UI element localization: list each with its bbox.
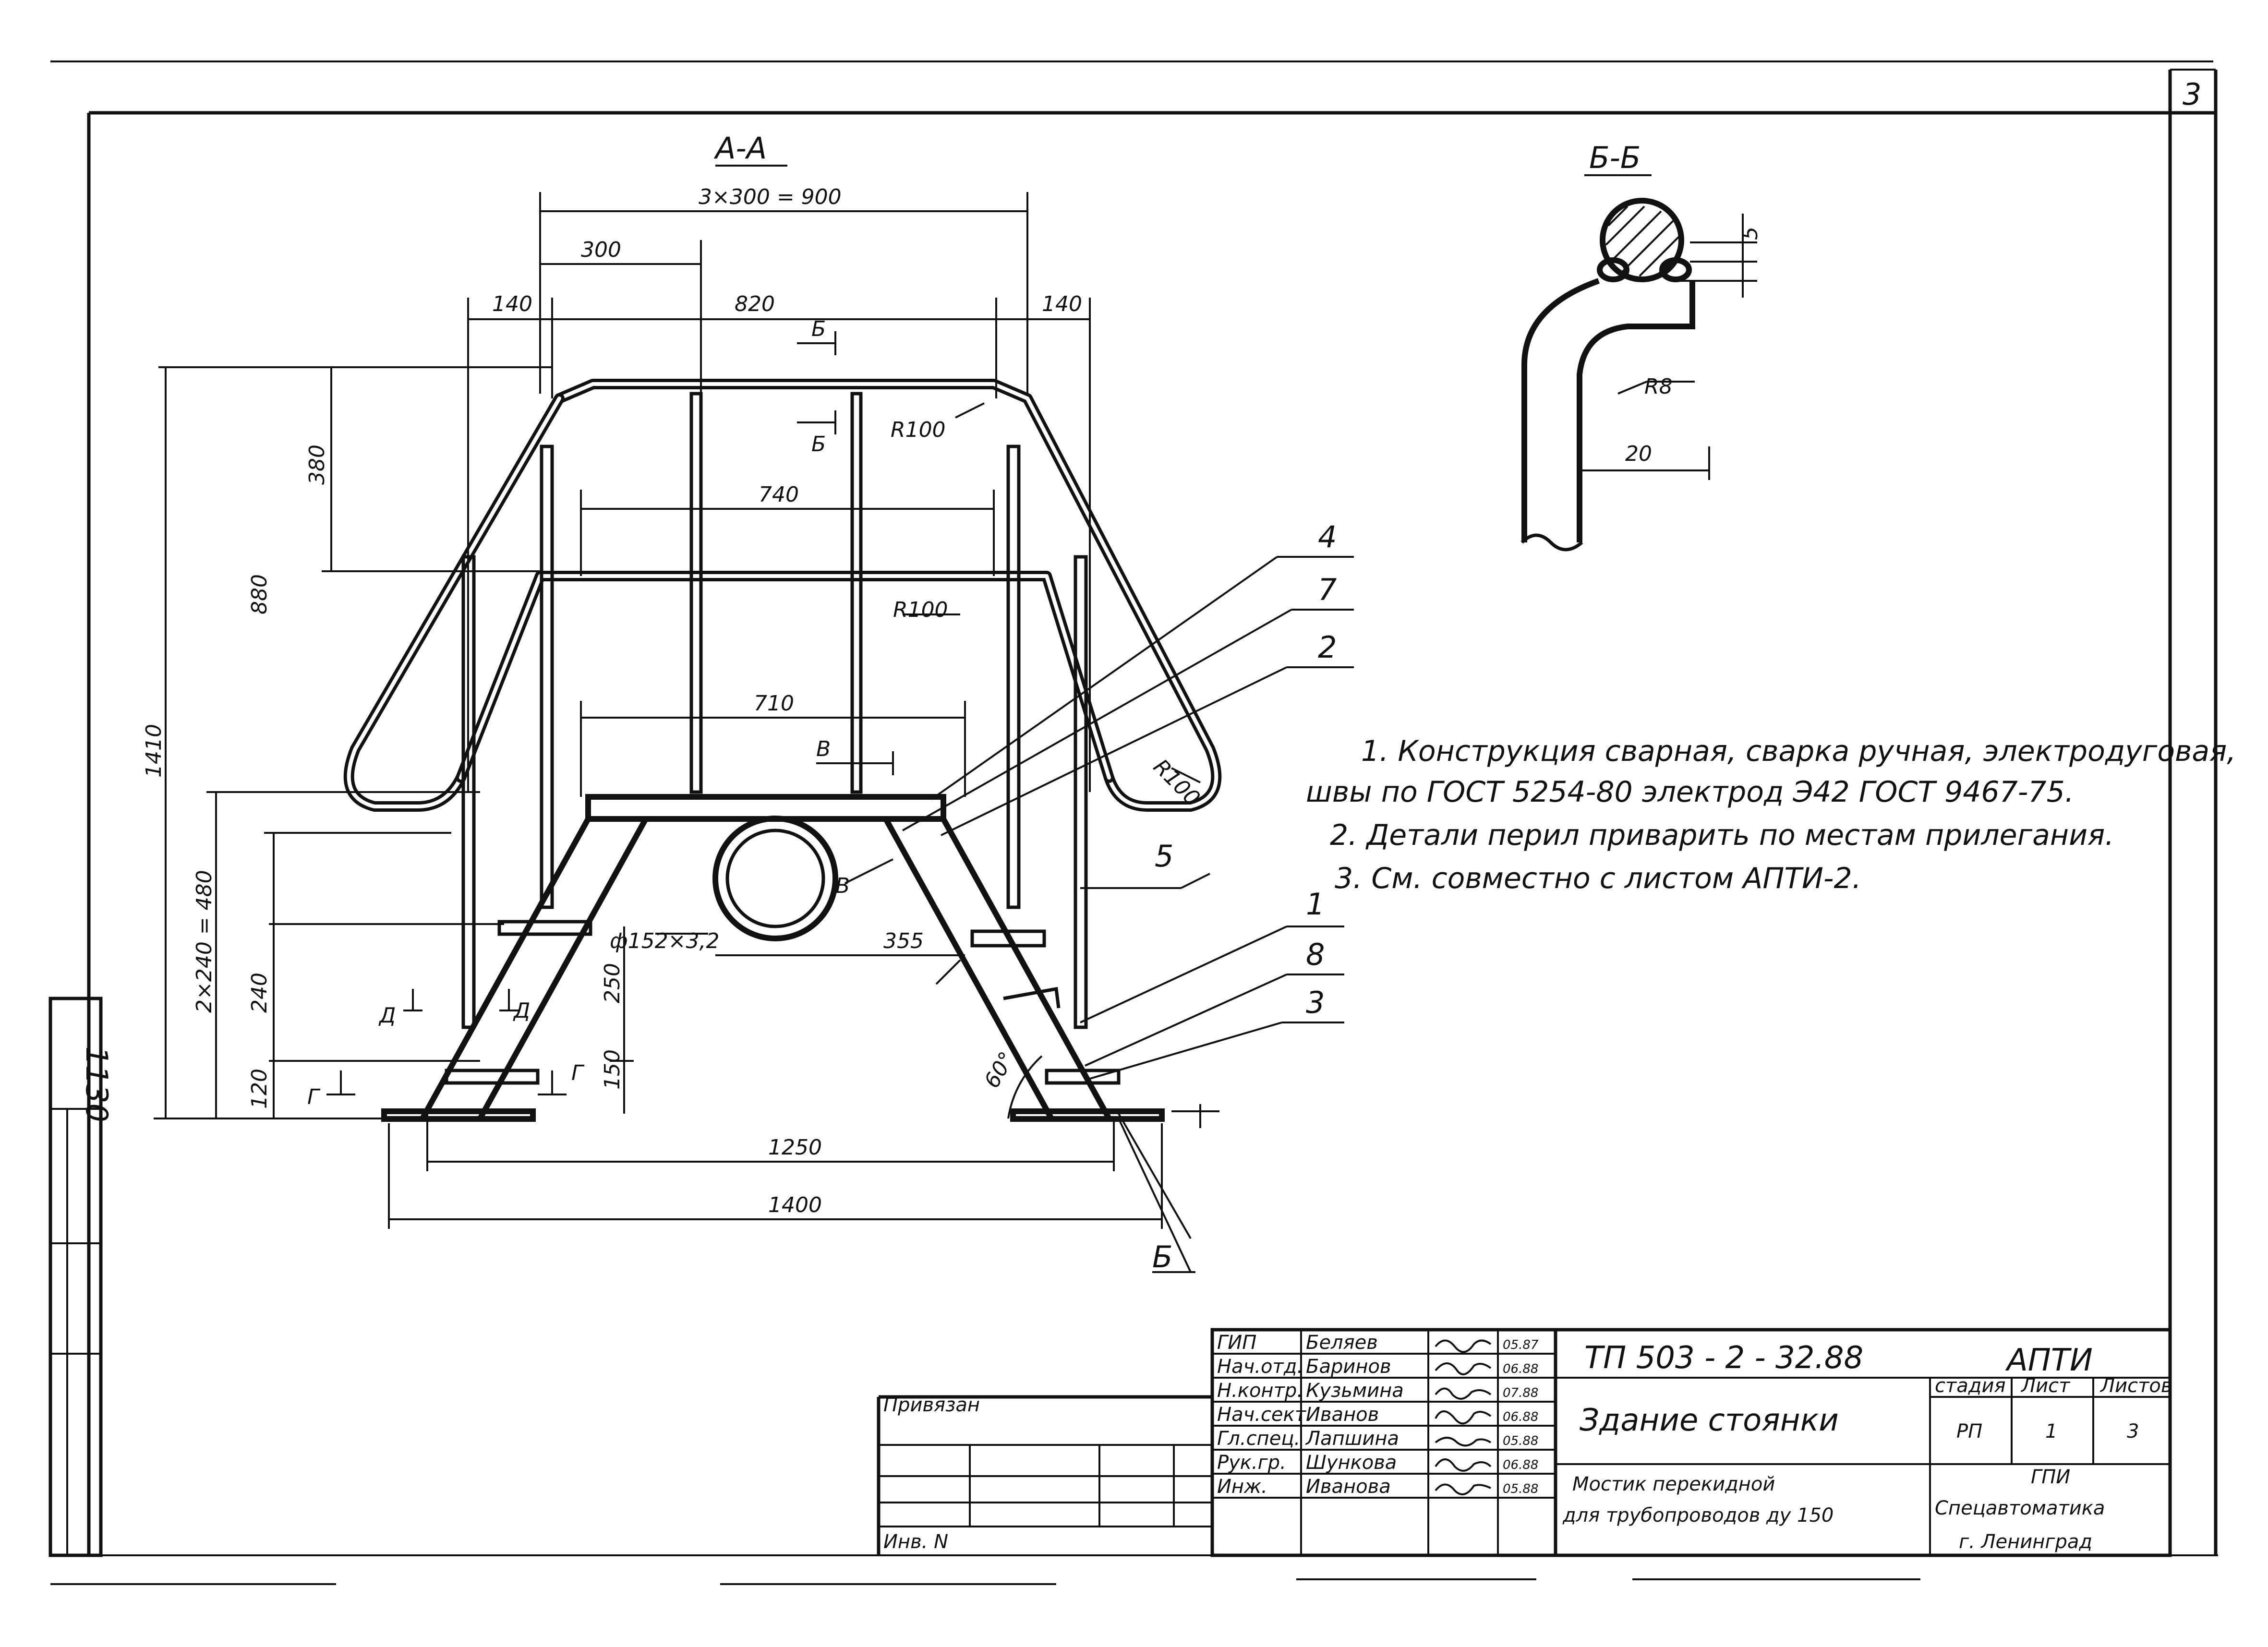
org-2: Спецавтоматика (1935, 1497, 2105, 1519)
section-bb-label: Б-Б (1589, 140, 1641, 175)
dim-300: 300 (581, 238, 621, 262)
section-aa: A-A (142, 131, 1354, 1274)
role-nachsekt: Нач.сект. (1217, 1404, 1312, 1426)
section-bb: Б-Б 5 R8 20 (1520, 140, 1762, 552)
note-1b: швы по ГОСТ 5254-80 электрод Э42 ГОСТ 94… (1306, 775, 2074, 809)
dim-250: 250 (600, 963, 625, 1003)
date-nkontr: 07.88 (1503, 1386, 1538, 1400)
sheet-value: 1 (2045, 1420, 2057, 1443)
role-rukgr: Рук.гр. (1217, 1452, 1286, 1474)
name-gip: Беляев (1306, 1332, 1378, 1354)
cut-g2: Г (571, 1061, 585, 1085)
cut-g1: Г (307, 1085, 321, 1109)
role-nkontr: Н.контр. (1217, 1380, 1303, 1402)
drawing-title-2: для трубопроводов ду 150 (1562, 1504, 1834, 1527)
cut-bottom: Б (1152, 1239, 1173, 1274)
pos-8: 8 (1306, 937, 1325, 972)
dim-880: 880 (247, 574, 272, 614)
name-glspec: Лапшина (1305, 1428, 1399, 1450)
privyazan-label: Привязан (883, 1394, 980, 1416)
role-inzh: Инж. (1217, 1476, 1267, 1498)
dim-480: 2×240 = 480 (192, 870, 217, 1013)
signatures (1435, 1339, 1492, 1495)
sheets-header: Листов (2099, 1375, 2172, 1397)
dim-820: 820 (735, 292, 775, 316)
dim-pipe: ф152×3,2 (610, 929, 719, 953)
sheet-number: 3 (2183, 77, 2201, 112)
sheet-header: Лист (2020, 1375, 2071, 1397)
date-rukgr: 06.88 (1503, 1458, 1538, 1472)
date-nachsekt: 06.88 (1503, 1410, 1538, 1424)
bb-dim-20: 20 (1625, 442, 1652, 466)
section-aa-label: A-A (713, 131, 767, 166)
platform-deck (585, 794, 946, 822)
dim-355: 355 (883, 929, 924, 953)
drawing-title-1: Мостик перекидной (1572, 1473, 1775, 1495)
dim-1400: 1400 (768, 1193, 822, 1217)
date-inzh: 05.88 (1503, 1482, 1538, 1496)
building-name: Здание стоянки (1580, 1403, 1839, 1438)
dim-150: 150 (600, 1049, 625, 1090)
note-3: 3. См. совместно с листом АПТИ-2. (1335, 862, 1861, 895)
stage-value: РП (1956, 1420, 1982, 1443)
r100-top: R100 (891, 418, 946, 442)
cut-d2: Д (513, 998, 530, 1023)
org-1: ГПИ (2031, 1466, 2070, 1488)
name-nachsekt: Иванов (1306, 1404, 1379, 1426)
name-nkontr: Кузьмина (1306, 1380, 1404, 1402)
bb-dim-5: 5 (1738, 227, 1762, 240)
drawing-code: ТП 503 - 2 - 32.88 (1584, 1340, 1863, 1376)
pos-3: 3 (1306, 985, 1325, 1020)
name-rukgr: Шункова (1306, 1452, 1397, 1474)
title-block: Привязан Инв. N ГИП Беляев 05.87 Нач.отд… (877, 1328, 2172, 1557)
role-glspec: Гл.спец. (1217, 1428, 1300, 1450)
r100-mid: R100 (893, 598, 948, 622)
stage-header: стадия (1935, 1375, 2006, 1397)
dim-140-right: 140 (1042, 292, 1082, 316)
cut-v1: В (816, 737, 831, 761)
margin-code: 1130 (79, 1046, 114, 1122)
pos-4: 4 (1318, 519, 1337, 554)
section-code: АПТИ (2005, 1343, 2093, 1378)
name-inzh: Иванова (1306, 1476, 1391, 1498)
cut-d1: Д (378, 1003, 396, 1028)
dim-740: 740 (759, 482, 799, 507)
pos-5: 5 (1155, 839, 1173, 874)
dim-1250: 1250 (768, 1135, 822, 1160)
date-nachotd: 06.88 (1503, 1362, 1538, 1376)
dim-710: 710 (754, 691, 794, 716)
note-1a: 1. Конструкция сварная, сварка ручная, э… (1361, 734, 2236, 768)
date-glspec: 05.88 (1503, 1434, 1538, 1448)
role-gip: ГИП (1217, 1332, 1256, 1354)
date-gip: 05.87 (1503, 1338, 1539, 1352)
role-nachotd: Нач.отд. (1217, 1356, 1303, 1378)
note-2: 2. Детали перил приварить по местам прил… (1330, 818, 2114, 852)
dim-240: 240 (247, 973, 272, 1013)
bb-r8: R8 (1644, 374, 1673, 399)
dim-380: 380 (305, 445, 329, 485)
dim-120: 120 (247, 1069, 272, 1109)
sheets-value: 3 (2127, 1420, 2139, 1443)
pos-1: 1 (1306, 887, 1325, 922)
pos-7: 7 (1318, 572, 1337, 607)
inv-label: Инв. N (883, 1531, 948, 1553)
dim-900: 3×300 = 900 (699, 185, 842, 209)
sheet-frame (48, 60, 2218, 1585)
name-nachotd: Баринов (1306, 1356, 1391, 1378)
org-3: г. Ленинград (1959, 1531, 2092, 1553)
cut-b2: Б (811, 432, 826, 457)
cut-b1: Б (811, 317, 826, 341)
dim-140-left: 140 (492, 292, 532, 316)
cut-v2: В (835, 874, 850, 898)
pos-2: 2 (1318, 630, 1337, 665)
dim-1410: 1410 (142, 724, 166, 778)
pipe-section (712, 816, 838, 941)
notes: 1. Конструкция сварная, сварка ручная, э… (1306, 734, 2236, 895)
